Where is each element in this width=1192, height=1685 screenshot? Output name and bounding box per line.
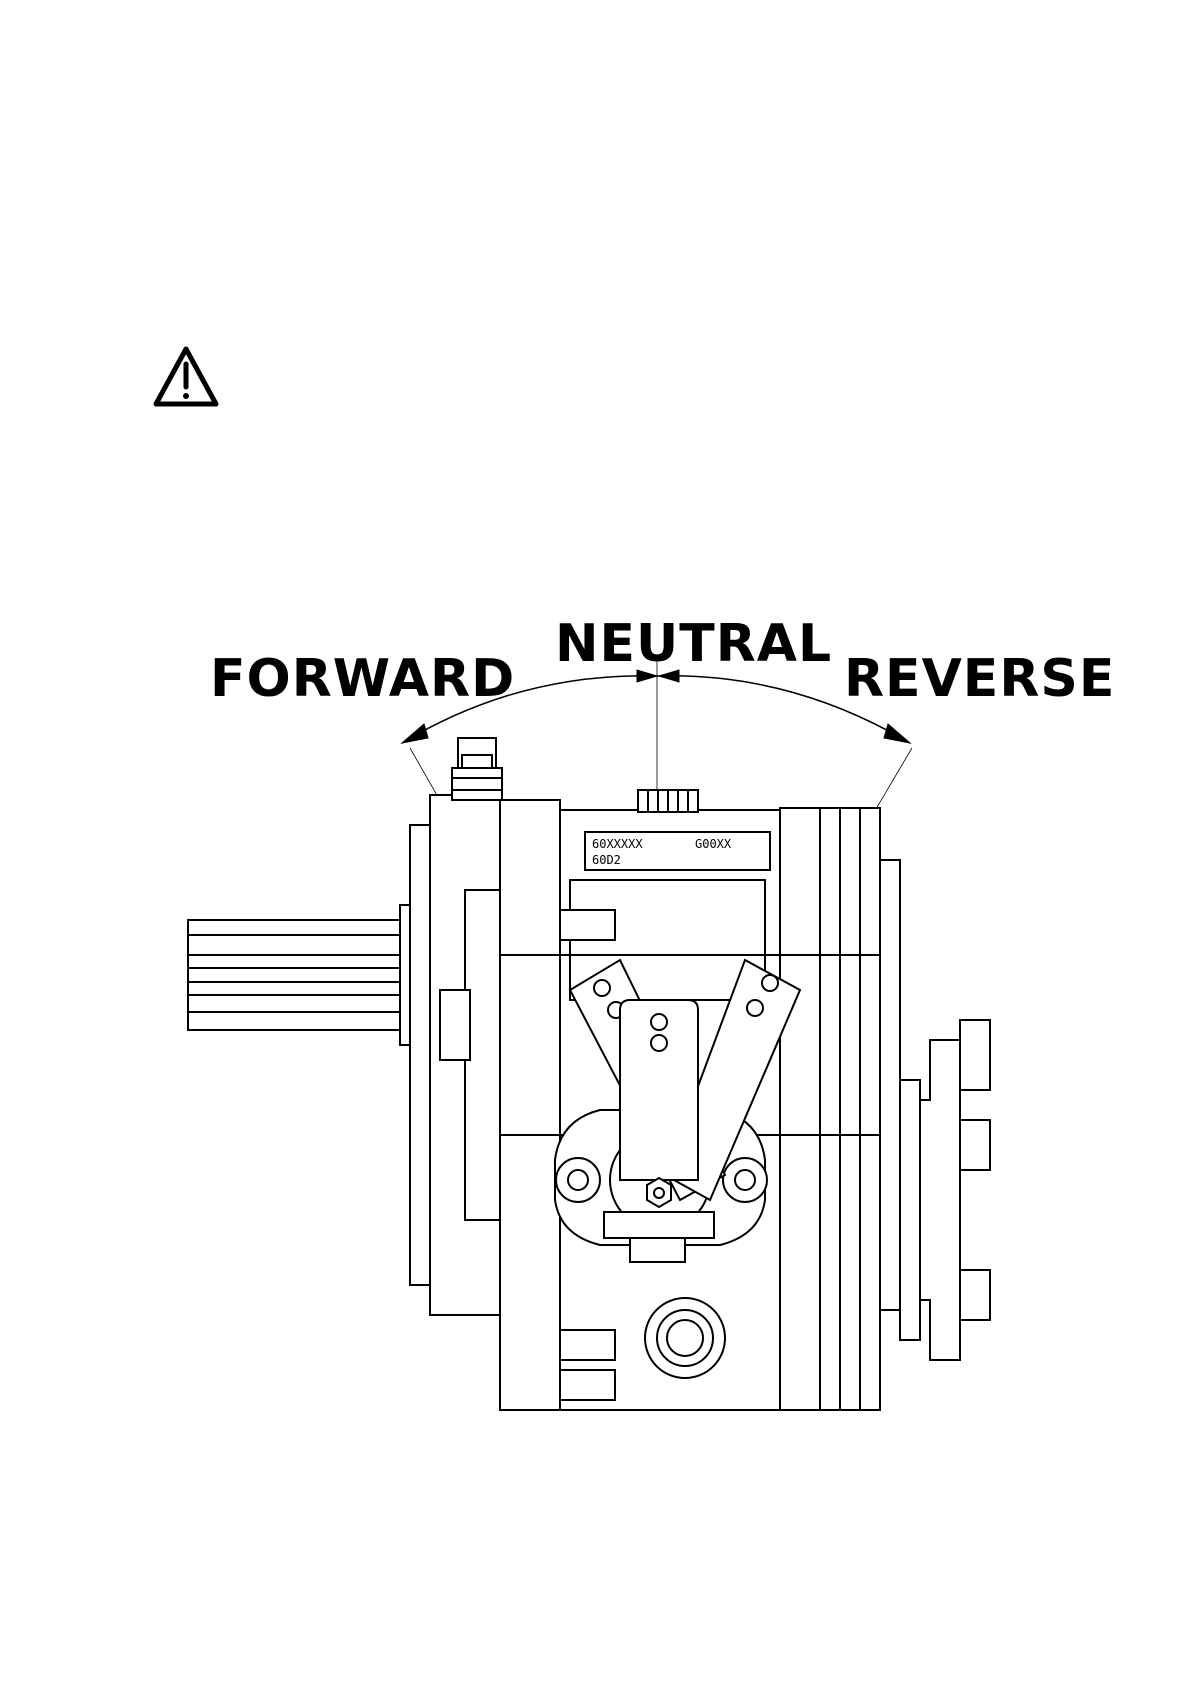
forward-label: FORWARD (210, 649, 515, 709)
output-flange (880, 860, 990, 1360)
warning-triangle-icon (156, 349, 216, 404)
nameplate-serial: 60XXXXX (592, 837, 643, 851)
nameplate-model: 60D2 (592, 853, 621, 867)
reverse-label: REVERSE (844, 649, 1115, 709)
drain-plug (645, 1298, 725, 1378)
adjustment-knob (638, 790, 698, 812)
nameplate: 60XXXXX G00XX 60D2 (585, 832, 770, 870)
breather-plug (452, 738, 502, 800)
neutral-lever-arm (604, 1000, 714, 1262)
neutral-label: NEUTRAL (555, 614, 832, 674)
splined-shaft (188, 905, 430, 1045)
input-flange (410, 795, 505, 1315)
nameplate-code: G00XX (695, 837, 732, 851)
